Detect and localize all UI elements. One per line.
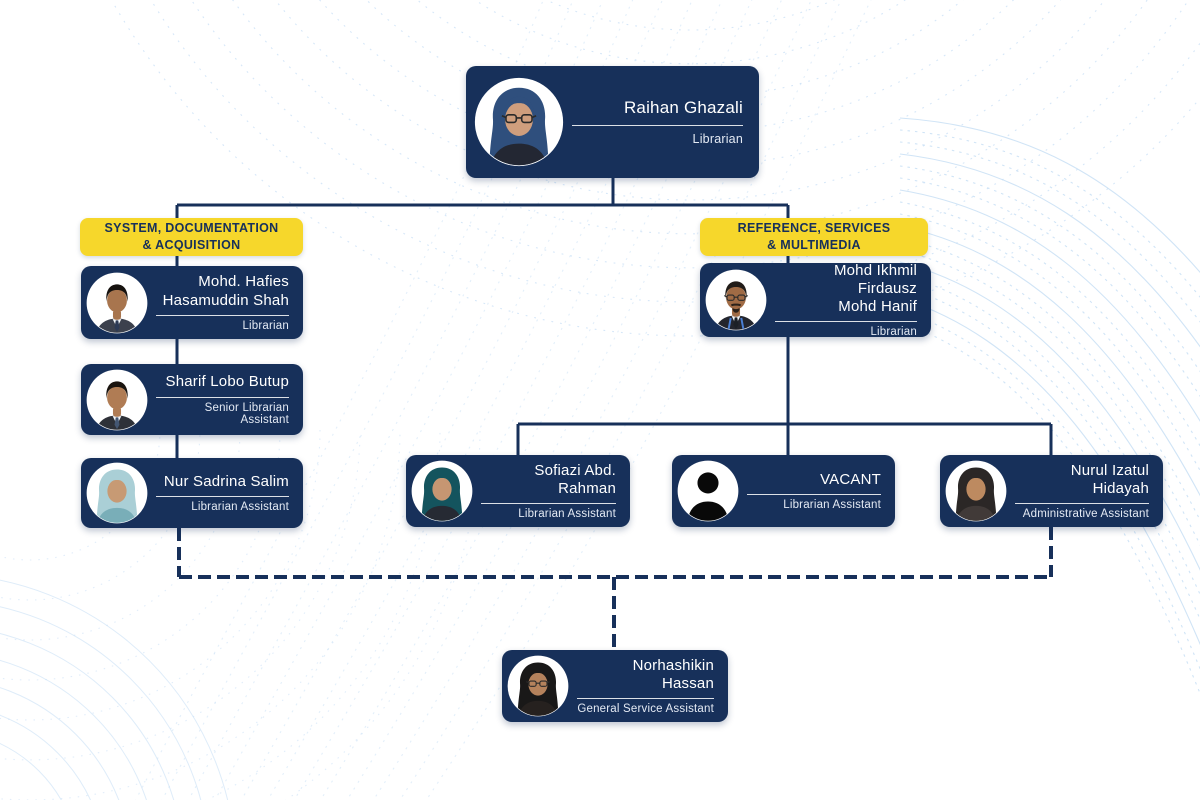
person-name: Norhashikin Hassan — [632, 656, 714, 692]
card-librarian-head: Raihan Ghazali Librarian — [466, 66, 759, 178]
right-department-connectors — [516, 255, 1053, 456]
person-name: Nur Sadrina Salim — [163, 472, 289, 490]
person-name: Mohd Ikhmil Firdausz Mohd Hanif — [833, 261, 917, 316]
name-title-divider — [156, 396, 289, 398]
department-label-reference-services-multimedia: REFERENCE, SERVICES & MULTIMEDIA — [700, 218, 928, 256]
name-title-divider — [156, 314, 289, 316]
name-title-divider — [1015, 503, 1149, 505]
card-librarian-assistant-system: Nur Sadrina Salim Librarian Assistant — [81, 458, 303, 528]
card-administrative-assistant: Nurul Izatul Hidayah Administrative Assi… — [940, 455, 1163, 527]
photo-woman-navy-hijab-glasses — [474, 77, 564, 167]
person-title: Librarian — [242, 319, 289, 332]
photo-woman-dark-hijab — [945, 460, 1007, 522]
card-system-dept-librarian: Mohd. Hafies Hasamuddin Shah Librarian — [81, 266, 303, 339]
person-title: Librarian Assistant — [191, 501, 289, 514]
person-title: Librarian — [870, 326, 917, 339]
name-title-divider — [572, 125, 743, 127]
card-general-service-assistant: Norhashikin Hassan General Service Assis… — [502, 650, 728, 722]
person-title: General Service Assistant — [577, 703, 714, 716]
person-name: VACANT — [820, 470, 881, 488]
card-senior-librarian-assistant: Sharif Lobo Butup Senior Librarian Assis… — [81, 364, 303, 435]
name-title-divider — [747, 494, 881, 496]
photo-man-suit — [86, 369, 148, 430]
photo-man-suit — [86, 272, 148, 333]
card-librarian-assistant-reference-1: Sofiazi Abd. Rahman Librarian Assistant — [406, 455, 630, 527]
name-title-divider — [481, 503, 616, 505]
photo-woman-dark-teal-hijab — [411, 460, 473, 522]
person-title: Librarian — [692, 132, 743, 147]
vacant-silhouette-icon — [677, 460, 739, 522]
card-vacant-librarian-assistant: VACANT Librarian Assistant — [672, 455, 895, 527]
card-reference-dept-librarian: Mohd Ikhmil Firdausz Mohd Hanif Libraria… — [700, 261, 931, 339]
person-name: Mohd. Hafies Hasamuddin Shah — [162, 273, 289, 309]
person-title: Librarian Assistant — [783, 499, 881, 512]
person-title: Librarian Assistant — [518, 508, 616, 521]
photo-woman-light-teal-hijab — [86, 462, 148, 524]
name-title-divider — [775, 321, 917, 323]
root-to-departments-connector — [175, 178, 790, 219]
name-title-divider — [577, 698, 714, 700]
person-title: Administrative Assistant — [1022, 508, 1149, 521]
person-name: Sofiazi Abd. Rahman — [534, 461, 616, 497]
person-name: Sharif Lobo Butup — [165, 373, 289, 391]
person-title: Senior Librarian Assistant — [204, 401, 289, 426]
person-name: Raihan Ghazali — [623, 97, 743, 117]
person-name: Nurul Izatul Hidayah — [1070, 461, 1149, 497]
photo-woman-black-hijab-glasses — [507, 655, 569, 717]
photo-man-suit-glasses-lanyard — [705, 269, 767, 331]
dashed-shared-support-connectors — [177, 527, 1053, 651]
name-title-divider — [156, 496, 289, 498]
department-label-system-documentation-acquisition: SYSTEM, DOCUMENTATION & ACQUISITION — [80, 218, 303, 256]
